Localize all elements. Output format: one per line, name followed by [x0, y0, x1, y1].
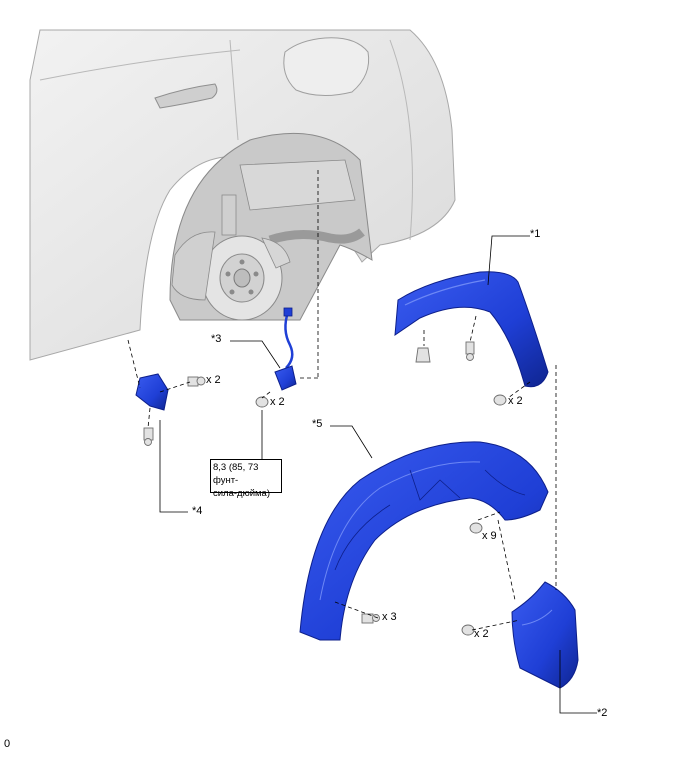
screw-flare	[465, 341, 475, 361]
bolt-bracket-x2	[187, 376, 206, 387]
wheel-arch-flare	[394, 271, 549, 388]
alignment-lines	[127, 170, 557, 631]
callout-4: *4	[192, 505, 203, 517]
torque-line-2: сила-дюйма)	[213, 488, 270, 499]
clip-flare-x2	[493, 394, 507, 406]
torque-line-1: 8,3 (85, 73 фунт-	[213, 462, 259, 486]
bolt-bracket-bottom	[143, 427, 154, 446]
figure-code: 0	[4, 738, 11, 750]
height-sensor	[274, 307, 297, 391]
callout-2: *2	[597, 707, 608, 719]
vehicle-body	[29, 29, 456, 361]
callout-1: *1	[530, 228, 541, 240]
torque-spec-box: 8,3 (85, 73 фунт- сила-дюйма)	[210, 459, 282, 499]
clip-flare-left	[415, 347, 431, 363]
qty-nut-sensor: x 2	[270, 396, 285, 408]
leader-lines	[159, 235, 597, 714]
callout-3: *3	[211, 333, 222, 345]
qty-screw-liner: x 3	[382, 611, 397, 623]
qty-clip-flare: x 2	[508, 395, 523, 407]
qty-bolt-bracket: x 2	[206, 374, 221, 386]
rear-bracket	[135, 373, 169, 411]
clip-liner-x9	[469, 522, 483, 534]
clip-mudguard-x2	[461, 624, 475, 636]
callout-5: *5	[312, 418, 323, 430]
qty-clip-liner: x 9	[482, 530, 497, 542]
mudguard	[511, 581, 579, 689]
qty-clip-mudguard: x 2	[474, 628, 489, 640]
nut-sensor-x2	[255, 396, 269, 408]
screw-liner-x3	[361, 613, 380, 624]
fender-liner	[299, 441, 549, 641]
brake-disc	[171, 231, 291, 321]
